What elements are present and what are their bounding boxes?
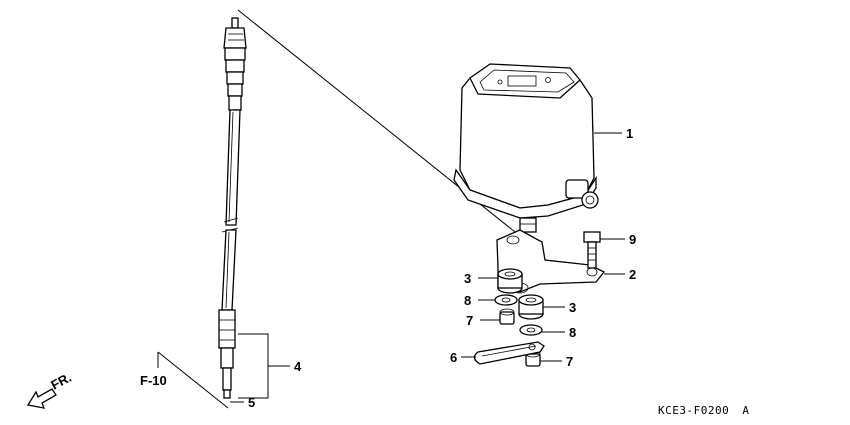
bolt — [583, 231, 601, 269]
ref-line — [157, 351, 229, 409]
cable-clamp — [473, 341, 545, 365]
callout-6: 6 — [450, 350, 457, 365]
callout-3-upper: 3 — [464, 271, 471, 286]
nut-upper — [499, 308, 515, 325]
front-arrow-icon: FR. — [26, 370, 74, 409]
callout-5: 5 — [248, 395, 255, 410]
callout-8-upper: 8 — [464, 293, 471, 308]
grommet-upper — [497, 268, 523, 294]
diagram-code: KCE3-F0200 A — [658, 404, 749, 417]
callout-9: 9 — [629, 232, 636, 247]
speedometer-cable — [218, 17, 247, 399]
callout-3-lower: 3 — [569, 300, 576, 315]
callout-8-lower: 8 — [569, 325, 576, 340]
diagram-code-suffix: A — [742, 404, 749, 417]
grommet-lower — [518, 294, 544, 320]
washer-lower — [519, 324, 543, 336]
callout-2: 2 — [629, 267, 636, 282]
speedometer-assembly — [453, 63, 599, 233]
callout-7-lower: 7 — [566, 354, 573, 369]
reference-label: F-10 — [140, 373, 167, 388]
leader-lines — [461, 132, 625, 362]
callout-1: 1 — [626, 126, 633, 141]
washer-upper — [494, 294, 518, 306]
callout-4: 4 — [294, 359, 302, 374]
diagram-code-main: KCE3-F0200 — [658, 404, 729, 417]
callout-7-upper: 7 — [466, 313, 473, 328]
